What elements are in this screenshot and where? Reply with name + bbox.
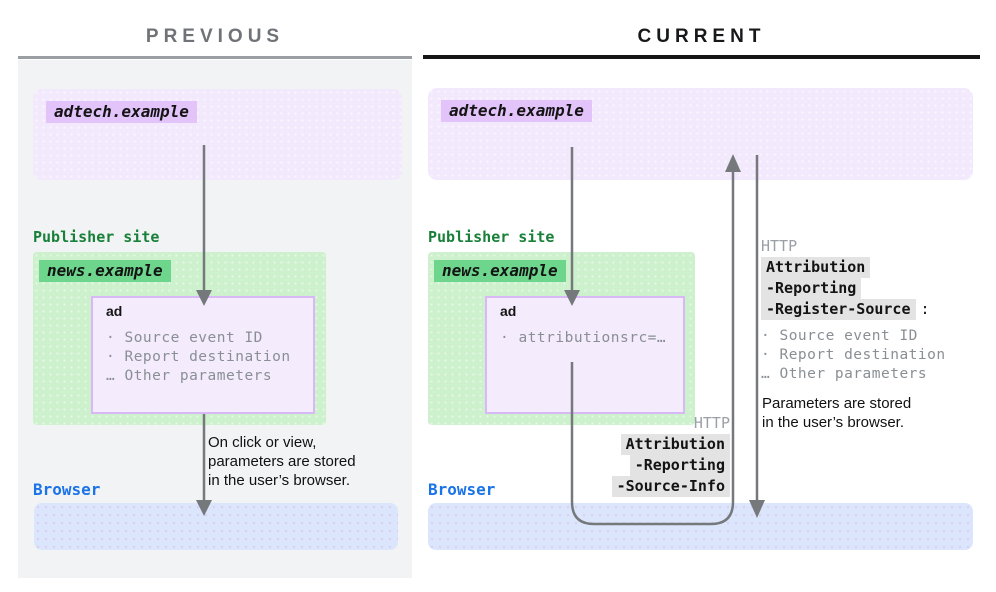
- current-adtech-label: adtech.example: [441, 100, 592, 122]
- previous-browser-box: [34, 503, 398, 550]
- response-params: · Source event ID · Report destination ……: [761, 327, 995, 384]
- caption-line: in the user’s browser.: [762, 414, 905, 431]
- previous-title: PREVIOUS: [145, 26, 285, 47]
- current-adtech-box: adtech.example: [428, 88, 973, 180]
- current-ad-param: · attributionsrc=…: [500, 330, 667, 346]
- current-ad-params: · attributionsrc=…: [500, 329, 666, 348]
- request-header-line: -Source-Info: [611, 476, 730, 497]
- request-headers-block: HTTP Attribution -Reporting -Source-Info: [500, 413, 730, 497]
- caption-line: Parameters are stored: [762, 395, 912, 412]
- caption-line: in the user’s browser.: [208, 472, 351, 489]
- response-param: · Source event ID: [761, 328, 918, 344]
- current-news-label: news.example: [434, 260, 566, 282]
- response-protocol: HTTP: [761, 237, 798, 255]
- previous-store-caption: On click or view, parameters are stored …: [208, 433, 356, 490]
- response-header-line: -Reporting: [761, 278, 862, 299]
- previous-ad-param: … Other parameters: [106, 368, 273, 384]
- current-publisher-site-label: Publisher site: [428, 228, 555, 246]
- request-header-line: -Reporting: [629, 455, 730, 476]
- previous-browser-label: Browser: [33, 480, 101, 499]
- response-header-line: -Register-Source: [761, 299, 916, 320]
- previous-ad-params: · Source event ID · Report destination ……: [106, 329, 291, 386]
- caption-line: On click or view,: [208, 434, 317, 451]
- current-title: CURRENT: [637, 26, 766, 47]
- response-header-colon: :: [920, 300, 930, 318]
- current-browser-box: [428, 503, 973, 550]
- previous-adtech-box: adtech.example: [33, 89, 402, 180]
- previous-ad-title: ad: [106, 303, 123, 319]
- previous-news-label: news.example: [39, 260, 171, 282]
- current-store-caption: Parameters are stored in the user’s brow…: [762, 394, 911, 432]
- response-param: … Other parameters: [761, 366, 928, 382]
- previous-ad-box: ad · Source event ID · Report destinatio…: [91, 296, 315, 414]
- current-browser-label: Browser: [428, 480, 496, 499]
- current-title-rule: [423, 55, 980, 59]
- previous-adtech-label: adtech.example: [46, 101, 197, 123]
- response-header-line: Attribution: [761, 257, 871, 278]
- current-ad-box: ad · attributionsrc=…: [485, 296, 685, 414]
- caption-line: parameters are stored: [208, 453, 356, 470]
- request-protocol: HTTP: [693, 414, 730, 432]
- response-param: · Report destination: [761, 347, 946, 363]
- previous-ad-param: · Source event ID: [106, 330, 263, 346]
- request-header-line: Attribution: [620, 434, 730, 455]
- previous-ad-param: · Report destination: [106, 349, 291, 365]
- response-headers-block: HTTP Attribution -Reporting -Register-So…: [761, 236, 995, 384]
- previous-publisher-site-label: Publisher site: [33, 228, 160, 246]
- previous-title-rule: [18, 56, 412, 59]
- current-ad-title: ad: [500, 303, 517, 319]
